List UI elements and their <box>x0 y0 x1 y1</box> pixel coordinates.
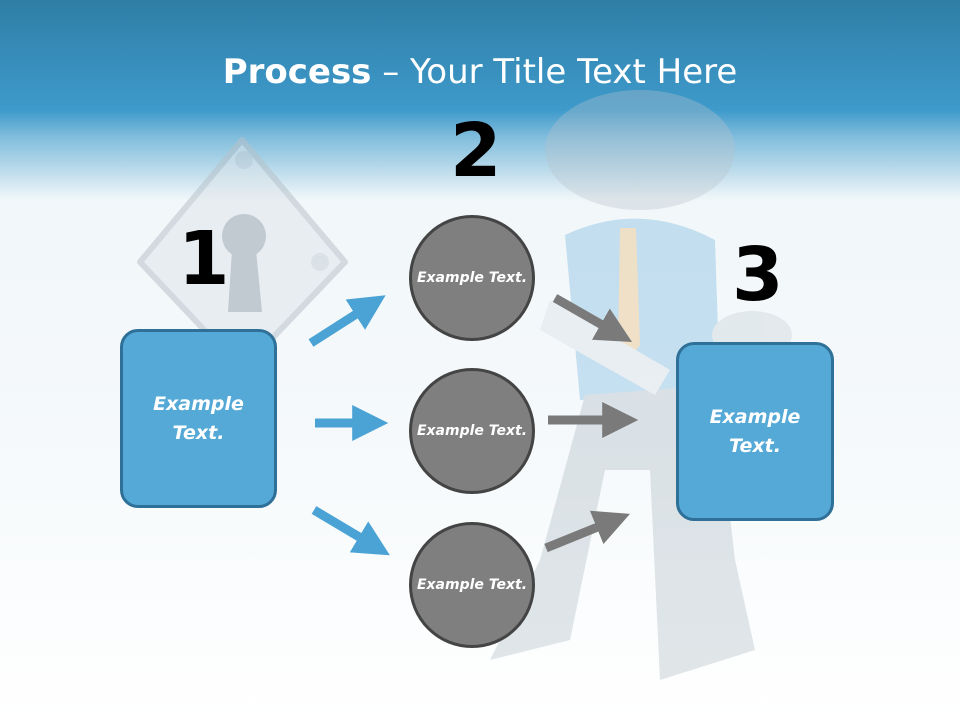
gray-arrow-down <box>552 294 633 343</box>
step-2-circle-middle: Example Text. <box>409 368 535 494</box>
title-bold: Process <box>222 52 372 92</box>
step-3-box: Example Text. <box>676 342 834 521</box>
slide-title: Process – Your Title Text Here <box>0 52 960 92</box>
step-2-circle-bottom: Example Text. <box>409 522 535 648</box>
step-number-1: 1 <box>178 216 230 302</box>
step-1-box: Example Text. <box>120 329 277 508</box>
blue-arrow-up <box>308 295 386 347</box>
step-number-3: 3 <box>732 232 784 318</box>
step-2-circle-top: Example Text. <box>409 215 535 341</box>
title-rest: – Your Title Text Here <box>371 52 738 92</box>
step-number-2: 2 <box>450 108 502 194</box>
header-band <box>0 0 960 200</box>
gray-arrow-up <box>544 510 631 553</box>
blue-arrow-down <box>311 506 390 556</box>
